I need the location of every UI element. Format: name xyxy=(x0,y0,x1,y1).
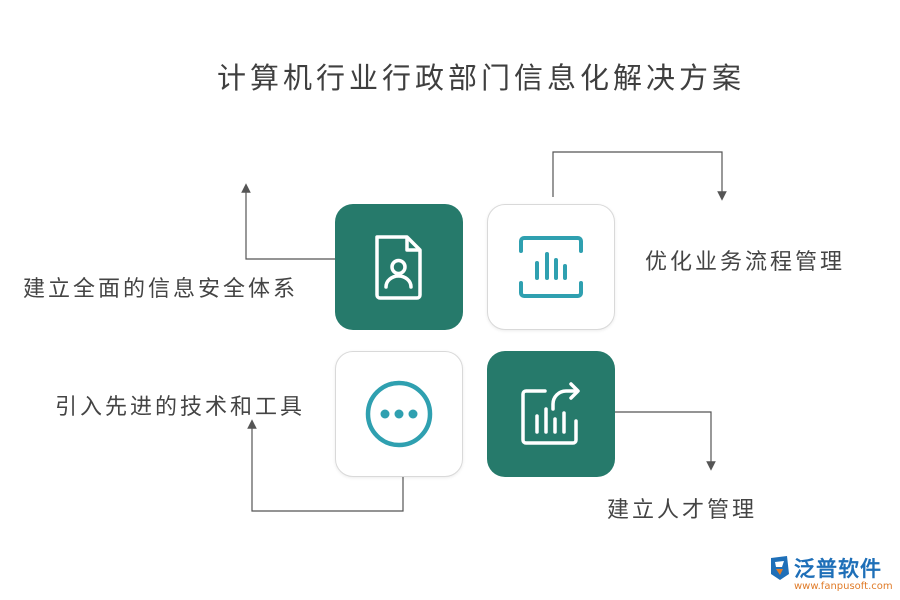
connector-tech xyxy=(247,419,404,512)
security-tile xyxy=(335,204,463,330)
page-title: 计算机行业行政部门信息化解决方案 xyxy=(216,61,745,95)
export-chart-icon xyxy=(521,382,580,445)
tech-tile xyxy=(335,351,463,477)
connector-process xyxy=(552,151,727,201)
label-tech: 引入先进的技术和工具 xyxy=(55,395,306,420)
label-talent: 建立人才管理 xyxy=(607,498,758,523)
connector-talent xyxy=(615,411,716,471)
more-dots-icon xyxy=(365,380,433,448)
talent-tile xyxy=(487,351,615,477)
logo-url: www.fanpusoft.com xyxy=(794,581,893,592)
document-user-icon xyxy=(375,235,422,300)
logo-name: 泛普软件 xyxy=(794,557,882,581)
label-process: 优化业务流程管理 xyxy=(645,250,846,275)
audio-bars-icon xyxy=(519,236,583,298)
watermark-logo: 泛普软件 www.fanpusoft.com xyxy=(768,552,893,596)
process-tile xyxy=(487,204,615,330)
connector-security xyxy=(241,183,335,260)
label-security: 建立全面的信息安全体系 xyxy=(23,277,299,302)
logo-mark-icon xyxy=(771,556,789,580)
